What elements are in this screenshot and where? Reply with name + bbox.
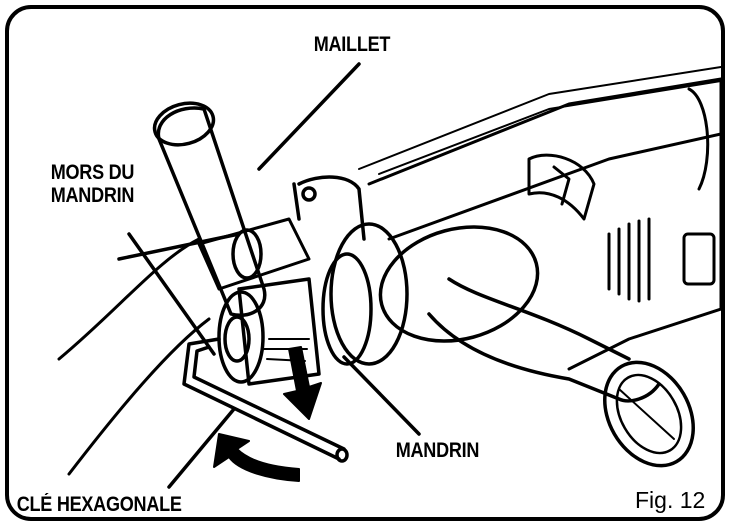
drill-body: [358, 66, 721, 371]
mallet: [117, 101, 311, 317]
leader-lines: [127, 62, 421, 489]
drill-illustration: [57, 62, 721, 489]
figure-frame: MAILLET MORS DU MANDRIN MANDRIN CLÉ HEXA…: [5, 5, 725, 521]
figure-number: Fig. 12: [635, 487, 706, 513]
label-chuck-jaws-line2: MANDRIN: [49, 184, 136, 207]
strike-arrow: [283, 346, 322, 420]
vent-slots: [607, 217, 651, 303]
hex-key: [182, 337, 349, 463]
chuck: [217, 277, 321, 386]
workpiece-lines: [57, 237, 211, 476]
label-chuck-jaws-line1: MORS DU: [49, 161, 136, 184]
rotation-arrow: [213, 433, 300, 482]
label-hex-key: CLÉ HEXAGONALE: [15, 493, 184, 516]
collar: [292, 175, 409, 366]
label-mallet: MAILLET: [312, 33, 392, 56]
side-handle: [378, 225, 695, 468]
label-chuck: MANDRIN: [394, 439, 481, 462]
